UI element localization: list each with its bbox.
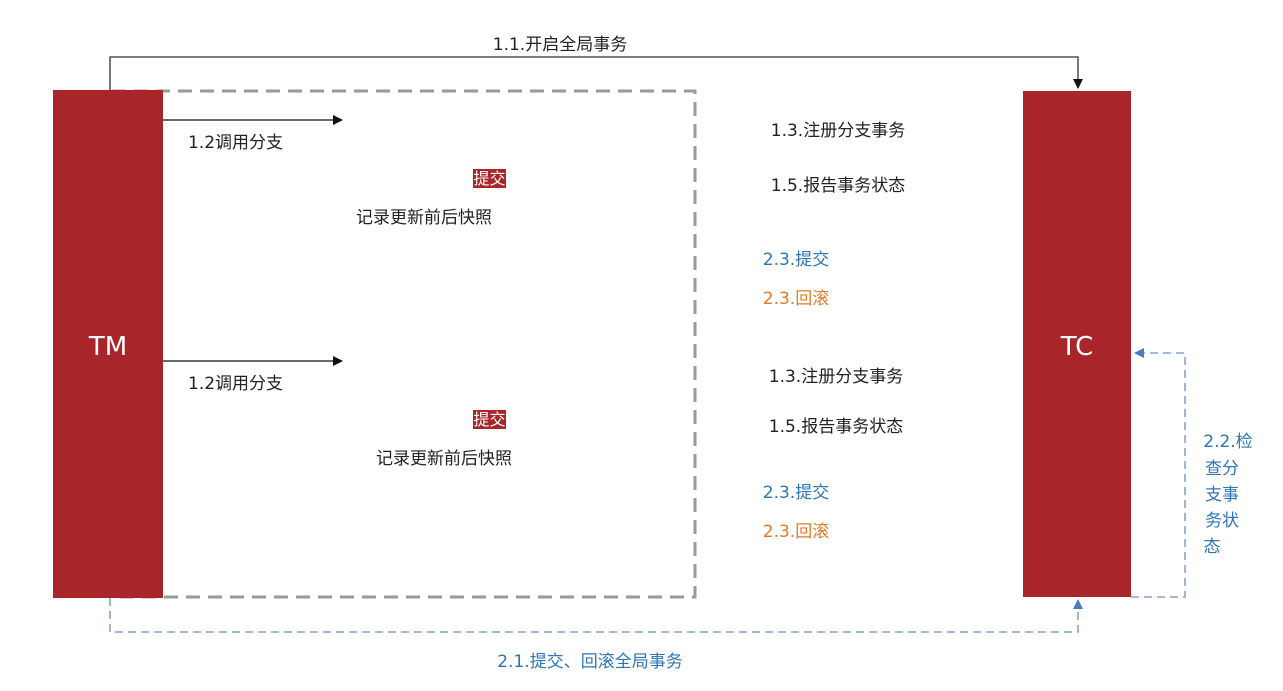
tc-block: TC [1023,91,1131,597]
tm-block: TM [53,90,163,598]
global-begin-label: 1.1.开启全局事务 [493,35,627,55]
svg-text:查分: 查分 [1205,459,1239,479]
snapshot-label: 记录更新前后快照 [376,449,512,469]
exec-sql-prefix: 1.4.执行sql并 [372,169,474,188]
register-branch-label: 1.3.注册分支事务 [770,121,906,141]
branch-commit-label: 2.3.提交 [762,250,830,270]
log-label: log [237,482,263,502]
global-begin-arrow [109,56,1083,90]
call-branch-label: 1.2调用分支 [188,133,284,153]
check-branch-arrow [1131,348,1186,598]
rm-m-label: M [595,473,617,501]
commit-highlight: 提交 [473,410,506,429]
restore-log-label: 2.4.恢复log数据 [397,541,517,560]
undo-label: undo [228,212,272,232]
rm-r-label: R [597,187,615,215]
log-label: log [237,241,263,261]
svg-text:务状: 务状 [1205,511,1239,531]
tc-label: TC [1060,332,1094,362]
exec-sql-label: 1.4.执行sql并提交 [372,169,506,188]
branch-rollback-label: 2.3.回滚 [762,289,830,309]
restore-log-label: 2.4.恢复log数据 [397,300,517,319]
rm-m-label: M [595,232,617,260]
report-status-label: 1.5.报告事务状态 [770,176,906,196]
undo-label: undo [228,453,272,473]
register-branch-label: 1.3.注册分支事务 [768,367,904,387]
delete-log-label: 2.4.删除log [413,260,501,279]
global-end-label: 2.1.提交、回滚全局事务 [497,652,682,672]
commit-highlight: 提交 [473,169,506,188]
rm-r-label: R [597,428,615,456]
branch-commit-label: 2.3.提交 [762,483,830,503]
report-status-label: 1.5.报告事务状态 [768,417,904,437]
branch-rollback-label: 2.3.回滚 [762,522,830,542]
call-branch-label: 1.2调用分支 [188,374,284,394]
global-transaction-scope [110,89,697,599]
check-branch-label: 2.2.检 查分 支事 务状 态 [1203,432,1252,557]
tm-label: TM [88,332,127,362]
exec-sql-label: 1.4.执行sql并提交 [372,410,506,429]
global-end-arrow [109,598,1083,633]
delete-log-label: 2.4.删除log [413,501,501,520]
svg-text:2.2.检: 2.2.检 [1203,432,1252,452]
svg-text:支事: 支事 [1205,485,1239,505]
snapshot-label: 记录更新前后快照 [356,208,492,228]
exec-sql-prefix: 1.4.执行sql并 [372,410,474,429]
svg-text:态: 态 [1204,537,1221,557]
